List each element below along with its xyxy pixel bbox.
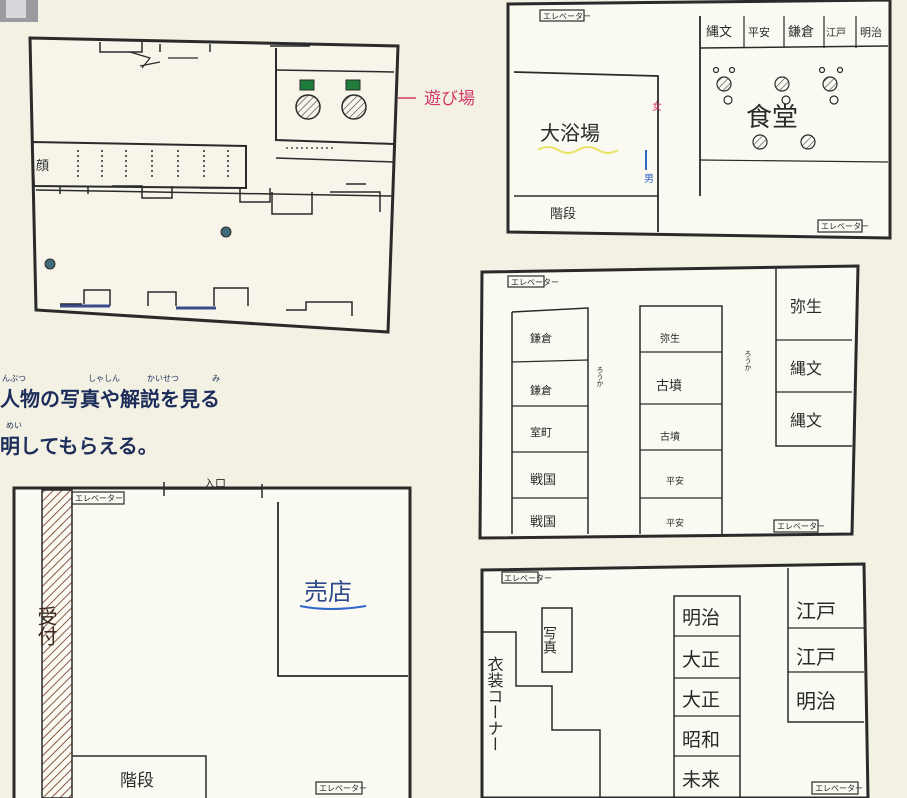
e-elevator-bottom: エレベーター <box>815 784 863 793</box>
ruby-1: んぶつ <box>2 374 26 383</box>
entrance-label: 入口 <box>204 477 226 490</box>
c-corridor-1: ろうか <box>596 366 604 387</box>
e-mid-4: 未来 <box>682 769 720 791</box>
b-elevator-top: エレベーター <box>543 12 591 21</box>
dining-label: 食堂 <box>746 103 798 133</box>
c-elevator-bottom: エレベーター <box>777 522 825 531</box>
c-col3-0: 弥生 <box>790 297 822 316</box>
ruby-5: めい <box>6 421 22 430</box>
reception-label: 受付 <box>34 606 58 646</box>
c-col1-4: 戦国 <box>530 515 556 530</box>
b-era-3: 江戸 <box>826 27 846 39</box>
caption-line-2: 明してもらえる。 <box>0 434 158 458</box>
c-col3-2: 縄文 <box>790 411 822 430</box>
ruby-3: かいせつ <box>147 374 179 383</box>
ruby-2: しゃしん <box>88 374 120 383</box>
e-right-2: 明治 <box>796 689 836 713</box>
d-stairs-label: 階段 <box>120 771 154 791</box>
c-col2-labels: 弥生 古墳 古墳 平安 平安 <box>656 332 684 529</box>
e-mid-0: 明治 <box>682 607 720 629</box>
face-panel-label: 顔 <box>36 159 49 174</box>
shop-label: 売店 <box>304 578 352 606</box>
b-elevator-bottom: エレベーター <box>821 222 869 231</box>
c-col1-labels: 鎌倉 鎌倉 室町 戦国 戦国 <box>530 331 556 530</box>
ruby-4: み <box>212 374 220 383</box>
c-col2-1: 古墳 <box>656 379 682 394</box>
floor-plan-c <box>478 264 860 540</box>
c-col2-4: 平安 <box>666 517 684 529</box>
c-col3-1: 縄文 <box>790 359 822 378</box>
floor-plan-b <box>506 0 892 240</box>
c-col2-0: 弥生 <box>660 332 680 345</box>
b-era-2: 鎌倉 <box>788 25 814 40</box>
b-era-0: 縄文 <box>706 25 732 40</box>
c-col2-3: 平安 <box>666 475 684 487</box>
men-label: 男 <box>644 173 654 185</box>
costume-corner-label: 衣装コーナー <box>485 656 504 752</box>
e-right-col-labels: 江戸 江戸 明治 <box>796 599 836 713</box>
c-col1-2: 室町 <box>530 425 552 439</box>
e-mid-2: 大正 <box>682 689 720 711</box>
e-elevator-top: エレベーター <box>504 574 552 583</box>
d-elevator-bottom: エレベーター <box>319 784 367 793</box>
c-elevator-top: エレベーター <box>511 278 559 287</box>
bath-label: 大浴場 <box>540 121 600 145</box>
b-era-4: 明治 <box>860 25 882 39</box>
b-era-labels: 縄文 平安 鎌倉 江戸 明治 <box>706 25 882 40</box>
floor-plan-a <box>28 36 416 334</box>
e-mid-3: 昭和 <box>682 729 720 751</box>
e-right-0: 江戸 <box>796 599 836 623</box>
c-col1-3: 戦国 <box>530 473 556 488</box>
floor-plan-d <box>12 482 412 798</box>
women-label: 女 <box>652 100 662 113</box>
photo-label: 写真 <box>541 626 557 654</box>
caption-line-1: 人物の写真や解説を見る <box>0 387 220 411</box>
c-col3-labels: 弥生 縄文 縄文 <box>790 297 822 430</box>
floor-plan-e <box>480 562 870 798</box>
c-col1-0: 鎌倉 <box>530 331 552 345</box>
b-era-1: 平安 <box>748 25 770 39</box>
e-right-1: 江戸 <box>796 645 836 669</box>
e-mid-1: 大正 <box>682 649 720 671</box>
c-col2-2: 古墳 <box>660 430 680 443</box>
d-elevator-top: エレベーター <box>75 494 123 503</box>
c-col1-1: 鎌倉 <box>530 383 552 397</box>
play-area-callout: 遊び場 <box>424 89 475 109</box>
b-stairs-label: 階段 <box>550 207 576 222</box>
e-mid-col-labels: 明治 大正 大正 昭和 未来 <box>682 607 720 791</box>
c-corridor-2: ろうか <box>744 350 752 371</box>
